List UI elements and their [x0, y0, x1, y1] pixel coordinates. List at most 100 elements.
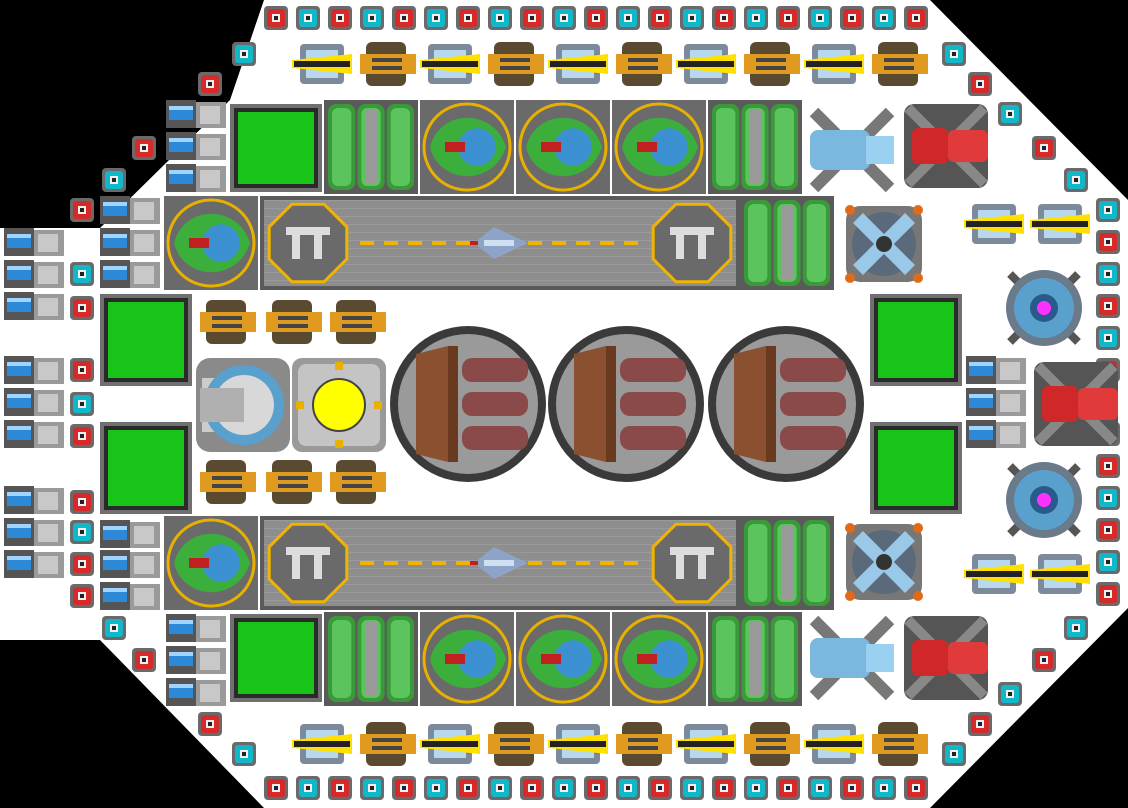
hangar-bay-part: [698, 555, 706, 579]
hangar-bay-part: [292, 547, 300, 579]
thruster-part: [169, 684, 193, 688]
hangar-bay-part: [432, 561, 446, 565]
armor-block: [232, 42, 256, 66]
fighter-factory-part: [614, 102, 704, 192]
armor-block-part: [80, 500, 84, 504]
hangar-bay-part: [360, 561, 374, 565]
missile-silo: [390, 326, 546, 482]
armor-block: [198, 72, 222, 96]
thruster: [4, 486, 64, 514]
flak-turret: [904, 104, 988, 188]
armor-block-part: [80, 208, 84, 212]
fuel-tank-part: [749, 110, 761, 184]
gatling-turret-part: [884, 58, 914, 62]
flak-turret: [1034, 362, 1118, 446]
fighter-factory-part: [189, 558, 209, 568]
thruster-part: [7, 234, 31, 238]
gatling-turret-part: [200, 472, 256, 492]
armor-block-part: [1008, 692, 1012, 696]
cannon-turret-part: [1032, 571, 1088, 577]
fuel-tank-part: [806, 204, 826, 282]
gatling-turret-part: [628, 66, 658, 70]
gatling-turret-part: [756, 746, 786, 750]
hangar-bay-part: [670, 547, 714, 555]
gatling-turret-part: [212, 476, 242, 480]
storage-bay: [870, 422, 962, 514]
sensor-array: [845, 523, 923, 601]
thruster-part: [7, 524, 31, 528]
gatling-turret-part: [266, 472, 322, 492]
sensor-array-part: [845, 205, 855, 215]
cannon-turret-part: [806, 61, 862, 67]
armor-block-part: [370, 16, 374, 20]
armor-block: [132, 648, 156, 672]
armor-block: [1096, 582, 1120, 606]
armor-block-part: [626, 16, 630, 20]
armor-block: [942, 42, 966, 66]
sensor-array-part: [845, 523, 855, 533]
thruster-part: [134, 234, 154, 252]
hangar-bay-part: [286, 547, 330, 555]
cannon-turret: [548, 44, 608, 84]
fuel-tank-part: [365, 110, 377, 184]
storage-bay: [100, 422, 192, 514]
fuel-tank-part: [749, 622, 761, 696]
thruster-part: [134, 266, 154, 284]
missile-silo-part: [780, 392, 846, 416]
armor-block: [70, 584, 94, 608]
missile-silo-part: [462, 358, 528, 382]
armor-block: [840, 776, 864, 800]
armor-block-part: [338, 786, 342, 790]
armor-block: [1096, 518, 1120, 542]
armor-block: [840, 6, 864, 30]
hangar-bay-part: [552, 241, 566, 245]
thruster-part: [38, 524, 58, 542]
fighter-factory-part: [541, 654, 561, 664]
reactor-core: [292, 358, 386, 452]
command-bridge-part: [200, 388, 244, 422]
armor-block: [70, 198, 94, 222]
armor-block-part: [274, 786, 278, 790]
gatling-turret-part: [488, 54, 544, 74]
armor-block-part: [242, 52, 246, 56]
storage-bay-part: [878, 430, 954, 506]
hangar-bay-part: [286, 227, 330, 235]
missile-silo-part: [448, 346, 458, 462]
sensor-array-part: [876, 554, 892, 570]
thruster: [100, 260, 160, 288]
armor-block-part: [722, 786, 726, 790]
gatling-turret-part: [342, 484, 372, 488]
gatling-turret-part: [500, 738, 530, 742]
fuel-tank-part: [806, 524, 826, 602]
cannon-turret: [292, 724, 352, 764]
armor-block-part: [498, 16, 502, 20]
reactor-core-part: [374, 401, 382, 409]
armor-block: [904, 6, 928, 30]
flak-turret-part: [948, 642, 988, 674]
gatling-turret-part: [884, 66, 914, 70]
fuel-tank-part: [716, 620, 736, 698]
armor-block-part: [658, 16, 662, 20]
armor-block: [744, 6, 768, 30]
reactor-core-part: [335, 362, 343, 370]
gatling-turret: [330, 460, 386, 504]
gatling-turret-part: [616, 54, 672, 74]
flak-turret-part: [1078, 388, 1118, 420]
gatling-turret: [360, 42, 416, 86]
hangar-bay-part: [600, 241, 614, 245]
cannon-turret-part: [294, 61, 350, 67]
hangar-bay-part: [552, 561, 566, 565]
fighter-factory: [164, 196, 258, 290]
thruster-part: [38, 426, 58, 444]
fuel-tank-part: [390, 108, 410, 186]
gatling-turret: [330, 300, 386, 344]
armor-block: [968, 712, 992, 736]
armor-block: [70, 262, 94, 286]
armor-block: [942, 742, 966, 766]
thruster-part: [38, 298, 58, 316]
armor-block: [1032, 136, 1056, 160]
armor-block-part: [370, 786, 374, 790]
armor-block-part: [754, 16, 758, 20]
thruster: [166, 132, 226, 160]
